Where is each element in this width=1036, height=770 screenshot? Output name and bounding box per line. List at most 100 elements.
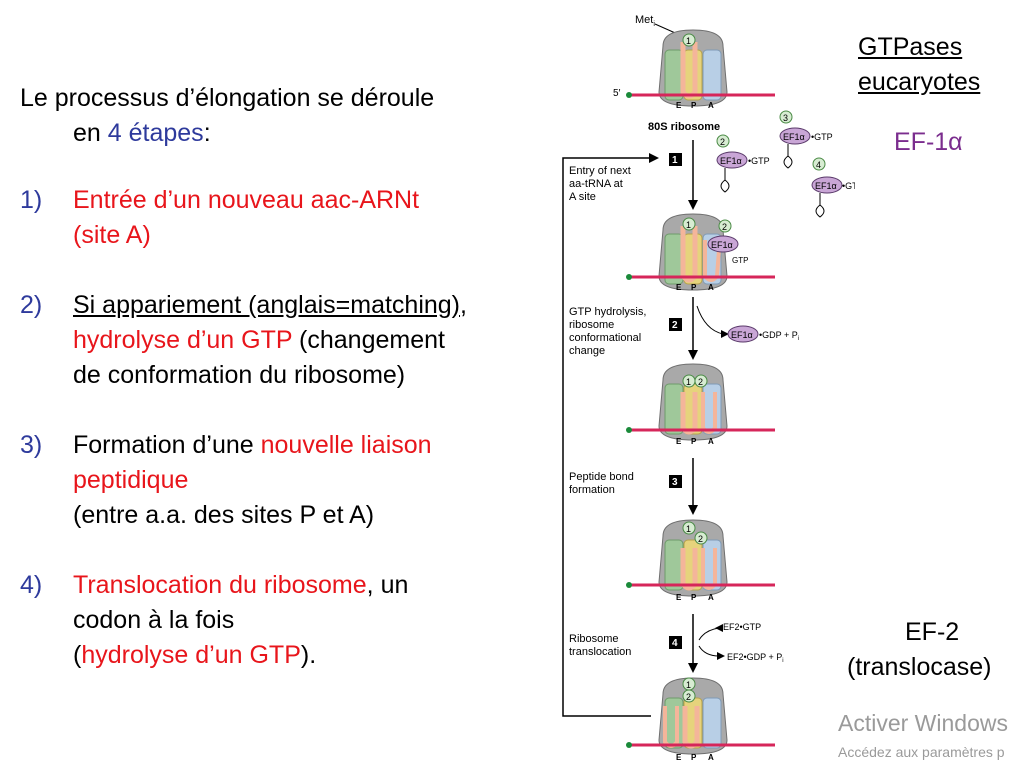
intro-highlight: 4 étapes [107, 119, 204, 147]
step-4-line-1: Translocation du ribosome, un [73, 571, 408, 600]
svg-text:•GTP: •GTP [842, 181, 855, 191]
svg-text:2: 2 [698, 534, 703, 544]
svg-text:2: 2 [722, 222, 727, 232]
svg-text:P: P [691, 283, 697, 292]
step-text-segment: hydrolyse d’un GTP [73, 326, 293, 354]
ef1a-gtp-complex-3: 3 EF1α •GTP [779, 110, 833, 169]
step-text-segment: Translocation du ribosome [73, 571, 367, 599]
svg-text:A: A [708, 593, 714, 602]
five-prime-label: 5′ [613, 88, 621, 99]
activate-windows-subtitle: Accédez aux paramètres p [838, 744, 1005, 760]
svg-text:•GTP: •GTP [811, 132, 833, 142]
step-text-segment: ). [300, 641, 317, 669]
step-1-line-1: Entrée d’un nouveau aac-ARNt [73, 186, 419, 215]
step-text-segment: Entrée d’un nouveau aac-ARNt [73, 186, 420, 214]
step-text-segment: de conformation du ribosome) [73, 361, 406, 389]
translocase-label: (translocase) [847, 653, 992, 681]
svg-text:•GDP + Pi: •GDP + Pi [759, 330, 799, 342]
svg-text:2: 2 [720, 137, 725, 147]
svg-text:GTP: GTP [732, 256, 748, 265]
step-text-segment: peptidique [73, 466, 189, 494]
svg-text:1: 1 [686, 377, 691, 387]
svg-text:E: E [676, 593, 682, 602]
step-text-segment: Formation d’une [73, 431, 261, 459]
step-number-3: 3) [20, 431, 43, 459]
step-text-segment: (entre a.a. des sites P et A) [73, 501, 375, 529]
met-label: Meti [635, 14, 655, 28]
step-2-line-3: de conformation du ribosome) [73, 361, 405, 390]
ribosome-step1: 1 2 EF1α GTP E P A [626, 213, 775, 292]
step-text-segment: , un [366, 571, 409, 599]
ef2-gdp-label: EF2•GDP + Pi [727, 652, 784, 664]
step-text-segment: (changement [292, 326, 445, 354]
svg-text:EF1α: EF1α [720, 156, 742, 166]
step1-label: Entry of next aa-tRNA at A site [569, 165, 634, 203]
step4-label: Ribosome translocation [569, 633, 631, 658]
cycle-return-arrow [562, 157, 651, 717]
svg-text:E: E [676, 437, 682, 446]
ef1-label: EF-1α [894, 128, 963, 156]
ef1a-gtp-complex-4: 4 EF1α •GTP [811, 157, 855, 218]
svg-text:•GTP: •GTP [748, 156, 770, 166]
step-2-line-2: hydrolyse d’un GTP (changement [73, 326, 445, 355]
svg-text:EF1α: EF1α [783, 132, 805, 142]
svg-text:E: E [676, 101, 682, 110]
step-text-segment: , [460, 291, 467, 319]
step-3-line-3: (entre a.a. des sites P et A) [73, 501, 374, 530]
svg-text:P: P [691, 437, 697, 446]
gtpases-title-line1: GTPases [858, 33, 963, 61]
step2-label: GTP hydrolysis, ribosome conformational … [569, 306, 650, 357]
ribosome-initial: 1 5′ E P A 80S ribosome [613, 29, 775, 133]
ribosome-label: 80S ribosome [648, 121, 720, 133]
svg-text:4: 4 [672, 638, 678, 649]
intro-prefix: en [73, 119, 108, 147]
svg-text:2: 2 [686, 692, 691, 702]
step-3-line-1: Formation d’une nouvelle liaison [73, 431, 432, 460]
ef2-gtp-label: EF2•GTP [723, 622, 761, 632]
svg-text:E: E [676, 753, 682, 762]
svg-text:1: 1 [672, 155, 678, 166]
svg-text:EF1α: EF1α [731, 330, 753, 340]
svg-text:EF1α: EF1α [815, 181, 837, 191]
svg-text:1: 1 [686, 524, 691, 534]
ribosome-step2: 1 2 E P A [626, 363, 775, 446]
svg-text:A: A [708, 283, 714, 292]
svg-text:A: A [708, 753, 714, 762]
svg-text:EF1α: EF1α [711, 240, 733, 250]
step-2-line-1: Si appariement (anglais=matching), [73, 291, 467, 320]
svg-text:3: 3 [783, 113, 788, 123]
svg-text:P: P [691, 753, 697, 762]
intro-line-2: en 4 étapes: [73, 116, 211, 151]
step-text-segment: (site A) [73, 221, 151, 249]
ef1a-gdp-released [727, 325, 759, 343]
step-number-4: 4) [20, 571, 43, 599]
intro-suffix: : [203, 119, 211, 147]
step-4-line-3: (hydrolyse d’un GTP). [73, 641, 316, 670]
circle-marker [682, 33, 696, 47]
svg-text:P: P [691, 593, 697, 602]
step-text-segment: hydrolyse d’un GTP [81, 641, 301, 669]
svg-text:E: E [676, 283, 682, 292]
ef2-label: EF-2 [905, 618, 960, 646]
svg-text:1: 1 [686, 220, 691, 230]
svg-text:P: P [691, 101, 697, 110]
svg-text:4: 4 [816, 160, 821, 170]
step-4-line-2: codon à la fois [73, 606, 234, 635]
step-text-segment: codon à la fois [73, 606, 235, 634]
step-number-2: 2) [20, 291, 43, 319]
svg-text:A: A [708, 101, 714, 110]
svg-text:A: A [708, 437, 714, 446]
svg-text:3: 3 [672, 477, 678, 488]
step-text-segment: ( [73, 641, 82, 669]
step-3-line-2: peptidique [73, 466, 188, 495]
svg-text:1: 1 [686, 36, 691, 46]
step-number-1: 1) [20, 186, 43, 214]
ribosome-step4: 1 2 E P A [626, 677, 775, 762]
ef1a-gtp-complex-2: 2 EF1α •GTP [716, 134, 770, 193]
intro-line-1: Le processus d’élongation se déroule [20, 84, 435, 112]
svg-text:1: 1 [686, 680, 691, 690]
svg-text:2: 2 [672, 320, 678, 331]
elongation-figure: Meti 1 5′ E P A 80S ribosome 1 Entry of … [562, 14, 855, 762]
svg-text:2: 2 [698, 377, 703, 387]
step-text-segment: Si appariement (anglais=matching) [73, 291, 461, 319]
